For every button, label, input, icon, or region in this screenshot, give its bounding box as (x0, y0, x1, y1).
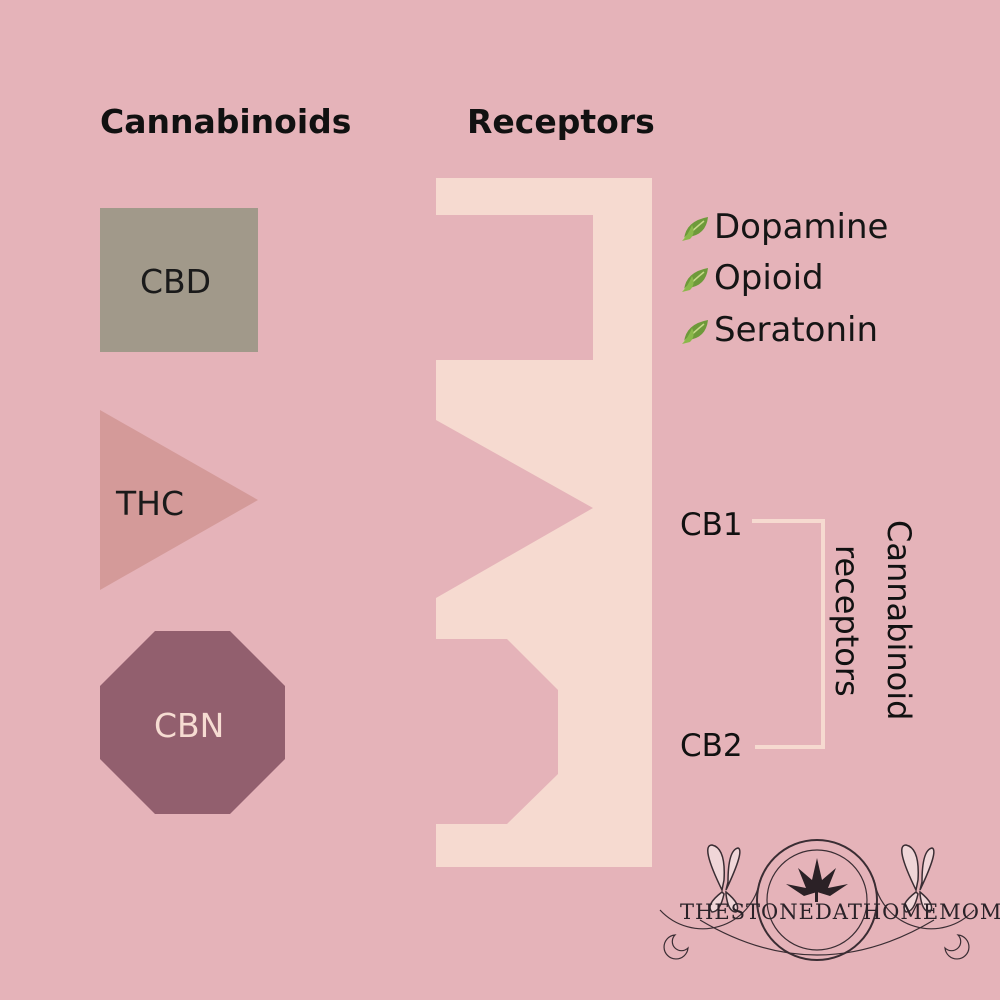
list-item-label: Dopamine (714, 207, 889, 247)
cbn-octagon-shape (100, 631, 285, 814)
receptor-bracket (752, 519, 825, 749)
leaf-icon (682, 320, 708, 344)
logo-text: THESTONEDATHOMEMOM (680, 900, 1000, 924)
cbn-label: CBN (154, 706, 225, 745)
cb2-label: CB2 (680, 728, 743, 764)
cannabinoids-heading: Cannabinoids (100, 102, 352, 141)
list-item-opioid: Opioid (680, 258, 824, 298)
leaf-icon (682, 217, 708, 241)
cannabinoid-receptors-label-line1: Cannabinoid (880, 520, 918, 721)
cannabis-leaf-icon (786, 858, 848, 902)
butterfly-icon (707, 844, 741, 913)
receptors-heading: Receptors (467, 102, 655, 141)
cb1-label: CB1 (680, 507, 743, 543)
thc-triangle-shape (100, 410, 258, 590)
cbd-label: CBD (140, 262, 212, 301)
cbd-square-shape (100, 208, 258, 352)
list-item-seratonin: Seratonin (680, 310, 878, 350)
receptor-block-shape (436, 178, 652, 867)
leaf-icon (682, 268, 708, 292)
thc-label: THC (116, 484, 185, 523)
list-item-label: Opioid (714, 258, 824, 298)
cannabinoid-receptors-label-line2: receptors (828, 545, 866, 697)
list-item-label: Seratonin (714, 310, 878, 350)
list-item-dopamine: Dopamine (680, 207, 888, 247)
logo-emblem (659, 839, 975, 961)
moon-icon (663, 934, 970, 960)
butterfly-icon (901, 844, 935, 913)
